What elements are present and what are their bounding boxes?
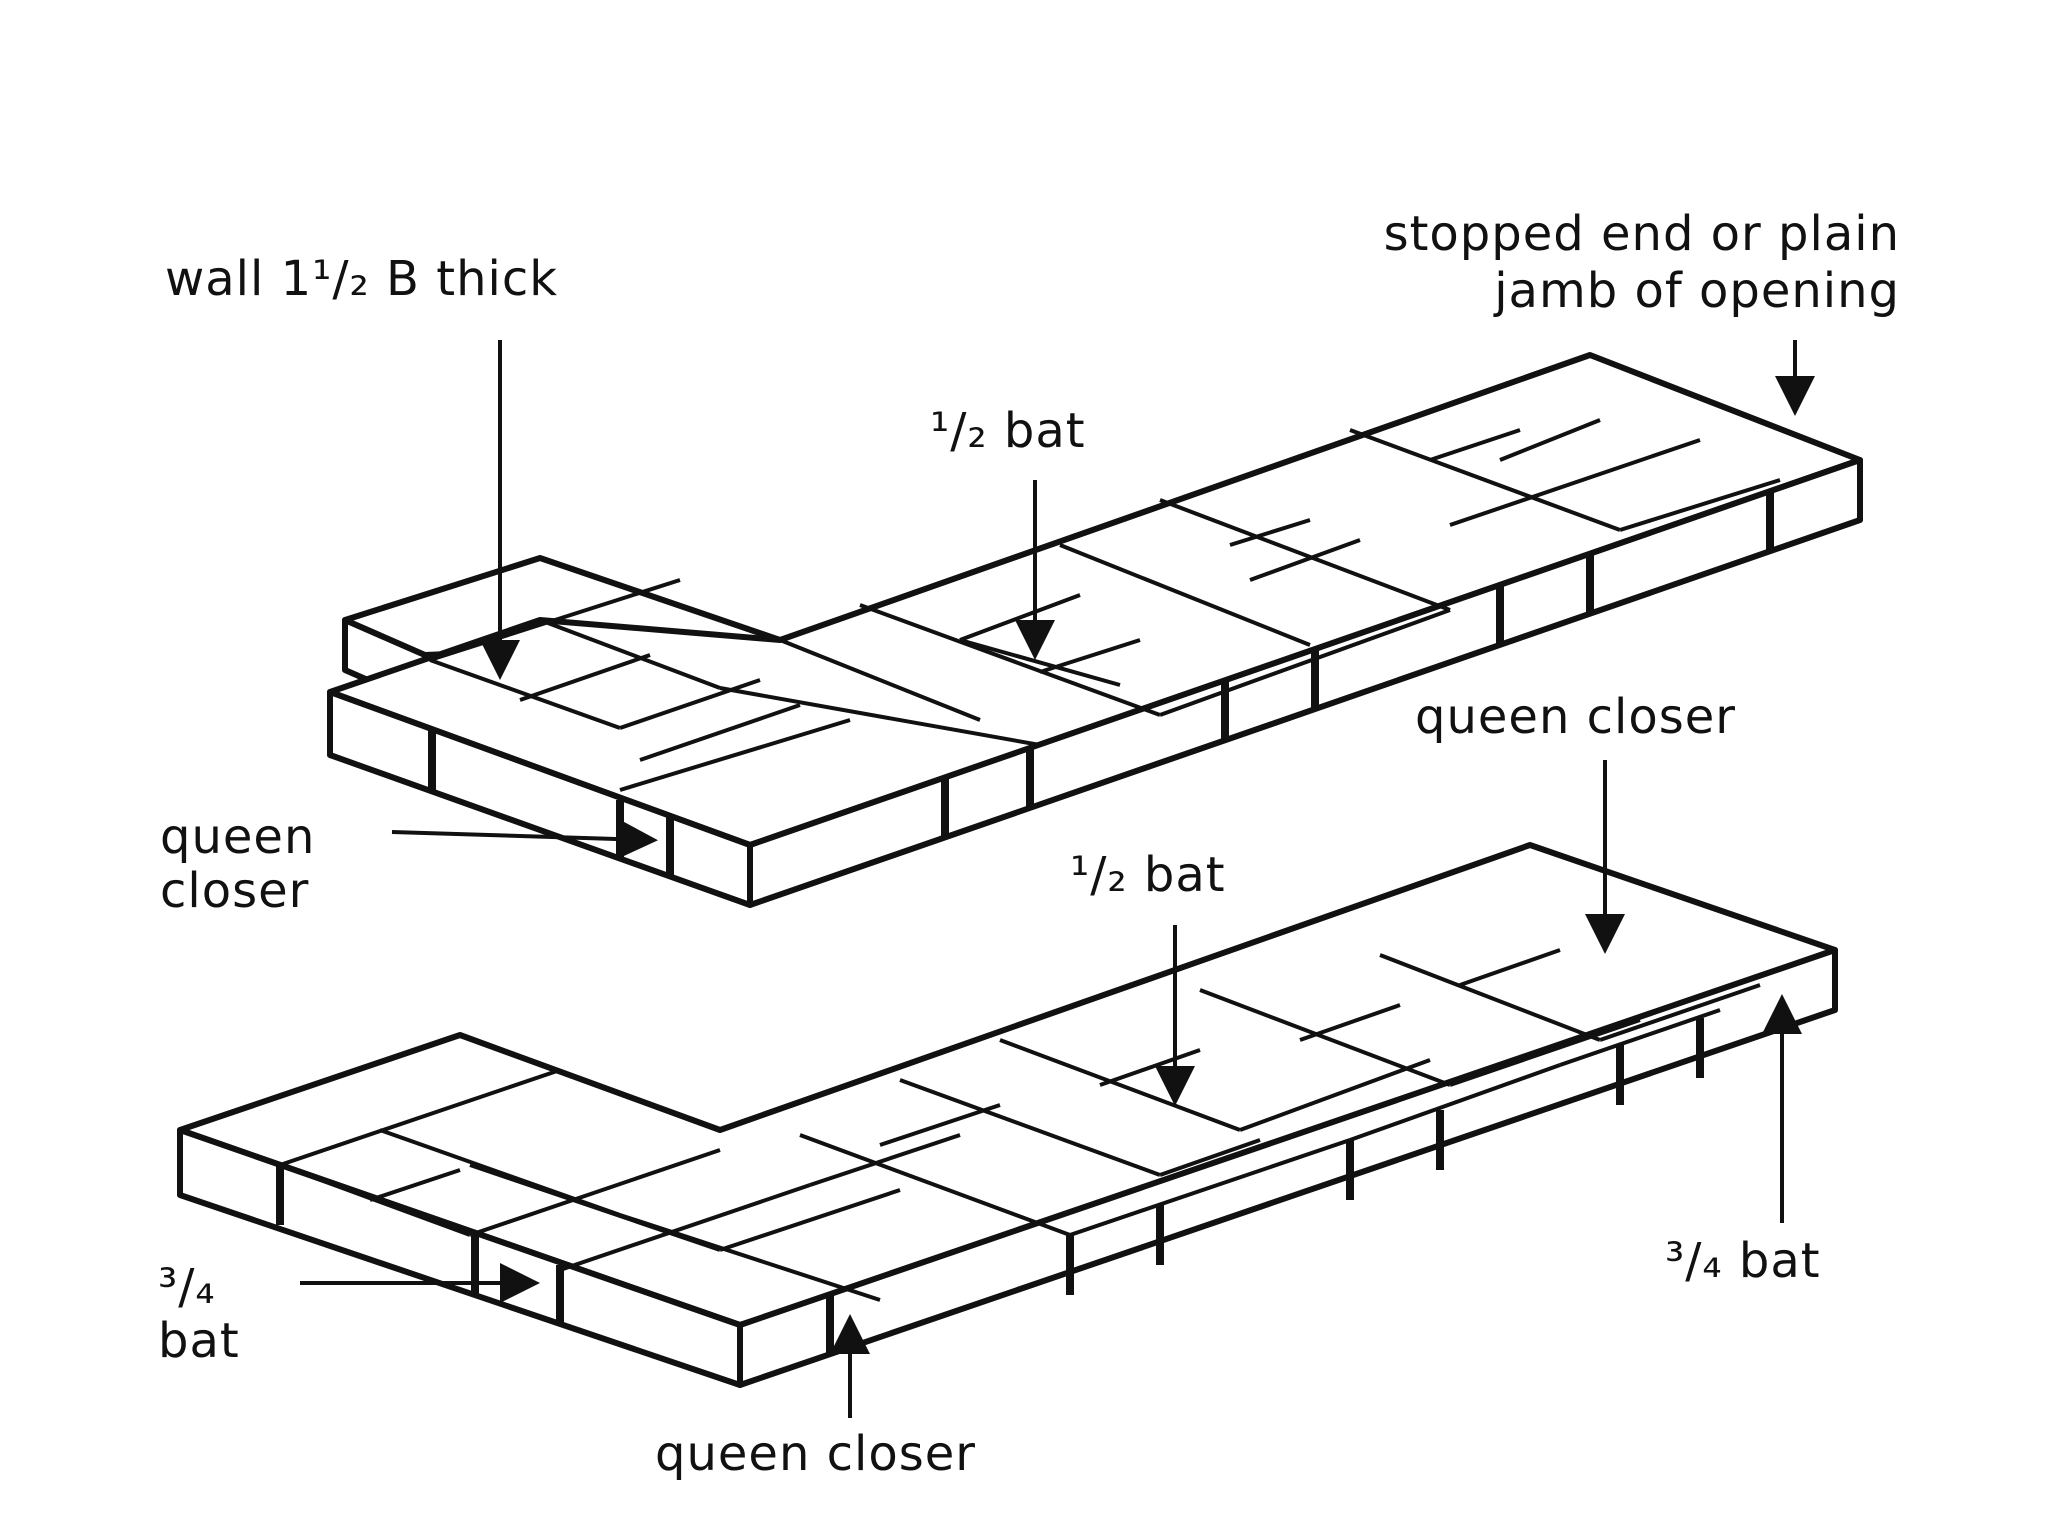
label-upper-half-bat: ¹/₂ bat: [930, 403, 1086, 459]
label-lower-queen-closer-bottom: queen closer: [655, 1426, 976, 1482]
arrow-upper-queen-closer-left: [391, 819, 658, 859]
leader-arrows: [300, 340, 1815, 1418]
lower-course-right-face: [737, 947, 1838, 1388]
label-upper-queen-closer-left-line2: closer: [160, 863, 310, 919]
label-upper-queen-closer-right: queen closer: [1415, 689, 1736, 745]
lower-course-brick-joints: [279, 948, 1761, 1302]
label-upper-queen-closer-left-line1: queen: [160, 809, 316, 865]
label-lower-three-quarter-bat-left-line1: ³/₄: [158, 1259, 216, 1315]
label-lower-three-quarter-bat-left-line2: bat: [158, 1313, 240, 1369]
label-stopped-end-line1: stopped end or plain: [1383, 206, 1900, 262]
lower-course: [177, 842, 1838, 1388]
label-wall-thickness: wall 1¹/₂ B thick: [165, 251, 559, 307]
label-stopped-end-line2: jamb of opening: [1494, 263, 1900, 319]
label-lower-three-quarter-bat-right: ³/₄ bat: [1665, 1233, 1821, 1289]
upper-course: [327, 352, 1863, 908]
upper-course-brick-joints: [429, 418, 1781, 792]
label-lower-half-bat: ¹/₂ bat: [1070, 847, 1226, 903]
